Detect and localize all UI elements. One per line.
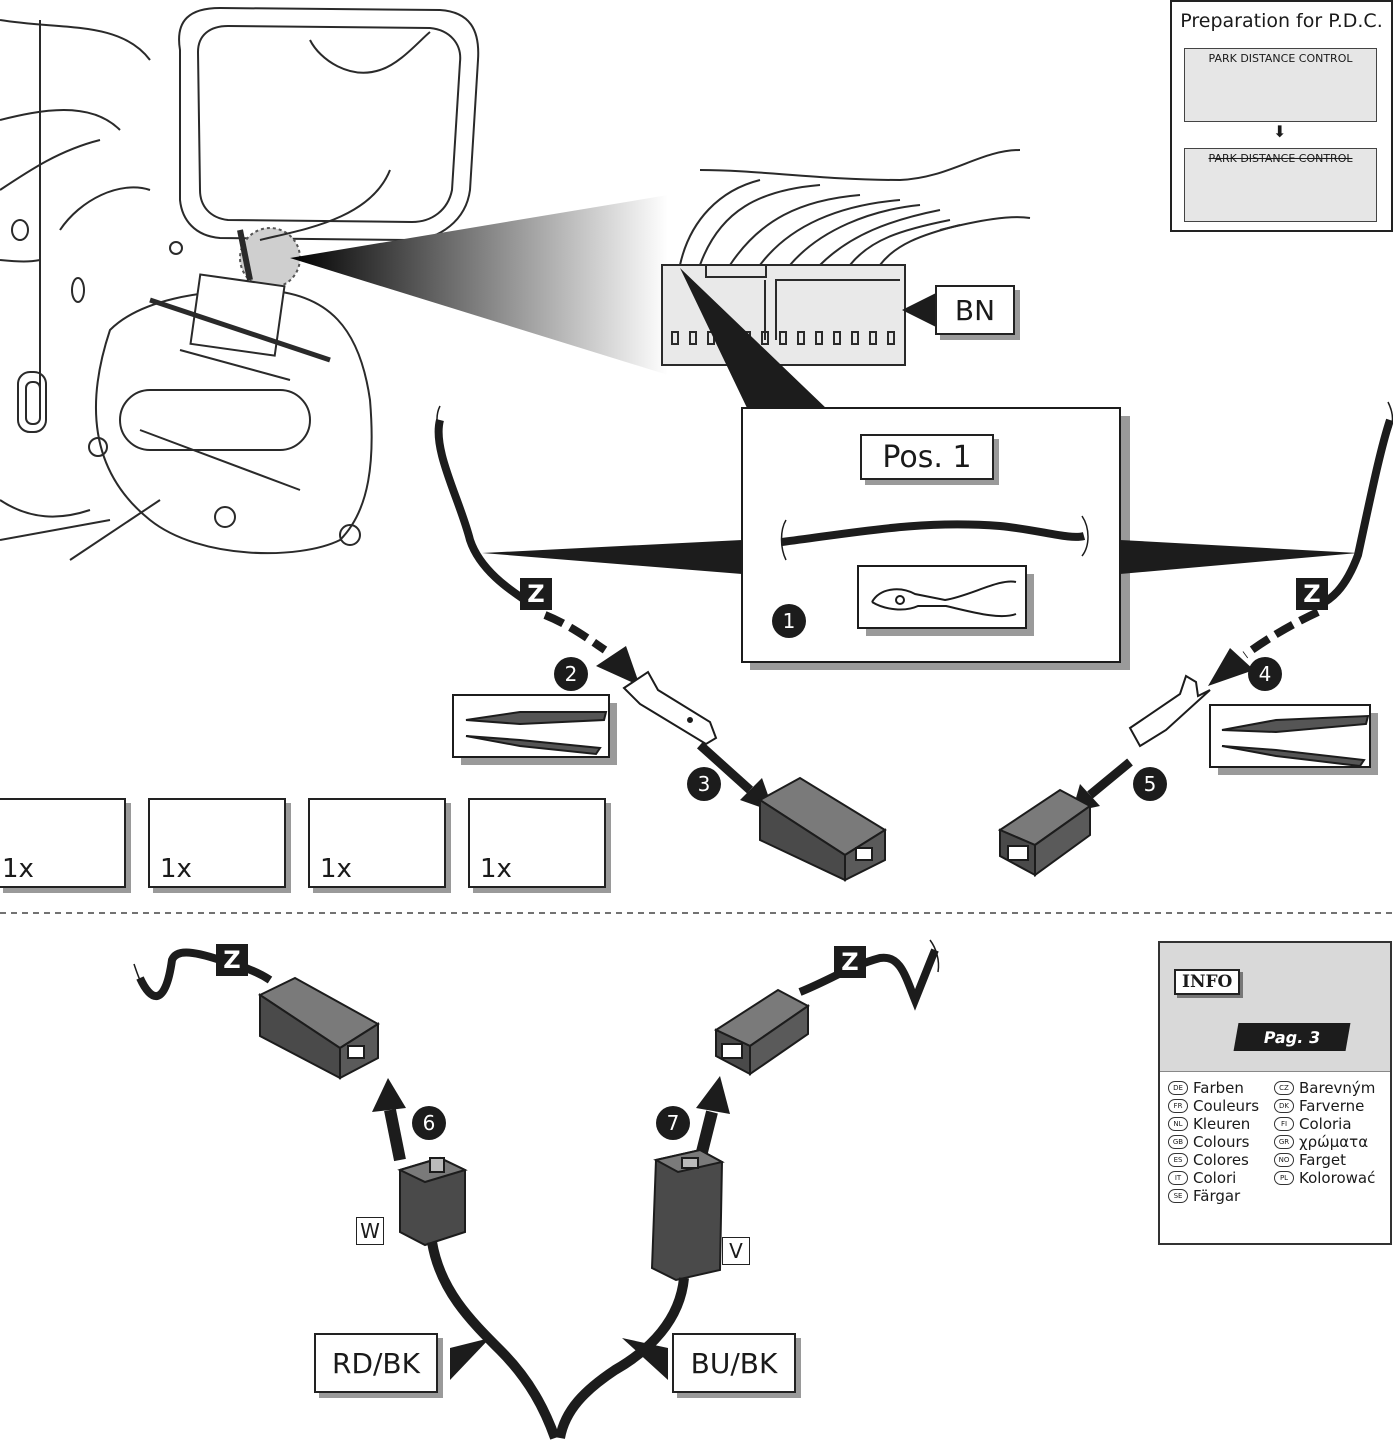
lower-right-cable: [555, 1277, 689, 1440]
left-cable: [434, 418, 528, 604]
right-pointer-wedge: [1120, 540, 1358, 574]
pdc-panel-label-struck: PARK DISTANCE CONTROL: [1208, 152, 1353, 165]
z-badge-lower-left: Z: [216, 944, 248, 976]
step4-arrow: [1208, 648, 1254, 686]
bn-connector-drawing: [661, 149, 1031, 366]
lower-left-wire: [136, 948, 273, 1000]
bn-pointer: [902, 292, 938, 328]
pos1-pointer-wedge: [680, 268, 828, 410]
step6-arrow: [372, 1078, 406, 1112]
position-label: Pos. 1: [860, 434, 994, 480]
female-housing-final: [257, 976, 380, 1080]
kit-item-female-housing: 1x: [308, 798, 446, 888]
step-5-marker: 5: [1133, 767, 1167, 801]
cut-wire-drawing: [781, 520, 1086, 546]
terminal-right-drawing: [1128, 674, 1211, 748]
pdc-panel-disabled: PARK DISTANCE CONTROL: [1184, 148, 1377, 222]
info-tag: INFO: [1174, 969, 1241, 995]
z-badge-left: Z: [520, 578, 552, 610]
plug-w-drawing: [397, 1156, 468, 1247]
plug-v-drawing: [650, 1148, 725, 1282]
lower-left-cable: [427, 1241, 560, 1440]
kit-item-male-housing: 1x: [468, 798, 606, 888]
kit-quantity: 1x: [480, 854, 512, 884]
info-header: INFO Pag. 3: [1160, 943, 1390, 1072]
housing-label-w: W: [356, 1217, 384, 1245]
bn-connector-label: BN: [935, 285, 1015, 335]
pdc-panel-enabled: PARK DISTANCE CONTROL: [1184, 48, 1377, 122]
terminal-left-drawing: [622, 670, 718, 746]
step-6-marker: 6: [412, 1106, 446, 1140]
housing-label-v: V: [722, 1237, 750, 1265]
step7-arrow: [696, 1076, 730, 1114]
step2-arrow: [596, 646, 640, 686]
step-3-marker: 3: [687, 767, 721, 801]
z-badge-lower-right: Z: [834, 946, 866, 978]
kit-quantity: 1x: [320, 854, 352, 884]
kit-quantity: 1x: [2, 854, 34, 884]
left-pointer-wedge: [482, 540, 742, 574]
zoom-beam: [290, 195, 668, 375]
kit-item-terminal: 1x: [148, 798, 286, 888]
male-housing-step5: [997, 788, 1092, 877]
vehicle-interior-drawing: [0, 6, 480, 561]
crimp-tool-left-icon: [465, 711, 608, 756]
crimp-tool-right-icon: [1221, 714, 1370, 768]
step-1-marker: 1: [772, 604, 806, 638]
side-cutter-icon: [871, 580, 1017, 618]
kit-quantity: 1x: [160, 854, 192, 884]
kit-item-receptacle: 1x: [0, 798, 126, 888]
lower-right-wire: [798, 948, 939, 1011]
step-7-marker: 7: [656, 1106, 690, 1140]
rdbk-pointer: [450, 1338, 490, 1380]
pdc-panel-label: PARK DISTANCE CONTROL: [1208, 52, 1353, 65]
down-arrow-icon: ⬇: [1273, 122, 1287, 141]
step-4-marker: 4: [1248, 657, 1282, 691]
page-reference: Pag. 3: [1233, 1023, 1351, 1051]
wire-color-label-left: RD/BK: [314, 1333, 438, 1393]
pdc-title: Preparation for P.D.C.: [1180, 10, 1383, 32]
male-housing-final: [713, 988, 810, 1076]
z-badge-right: Z: [1296, 578, 1328, 610]
female-housing-step3: [758, 776, 887, 882]
pdc-preparation-box: Preparation for P.D.C. PARK DISTANCE CON…: [1170, 0, 1393, 232]
bubk-pointer: [622, 1338, 668, 1380]
wire-color-label-right: BU/BK: [672, 1333, 796, 1393]
step-2-marker: 2: [554, 657, 588, 691]
right-cable: [1316, 418, 1393, 610]
